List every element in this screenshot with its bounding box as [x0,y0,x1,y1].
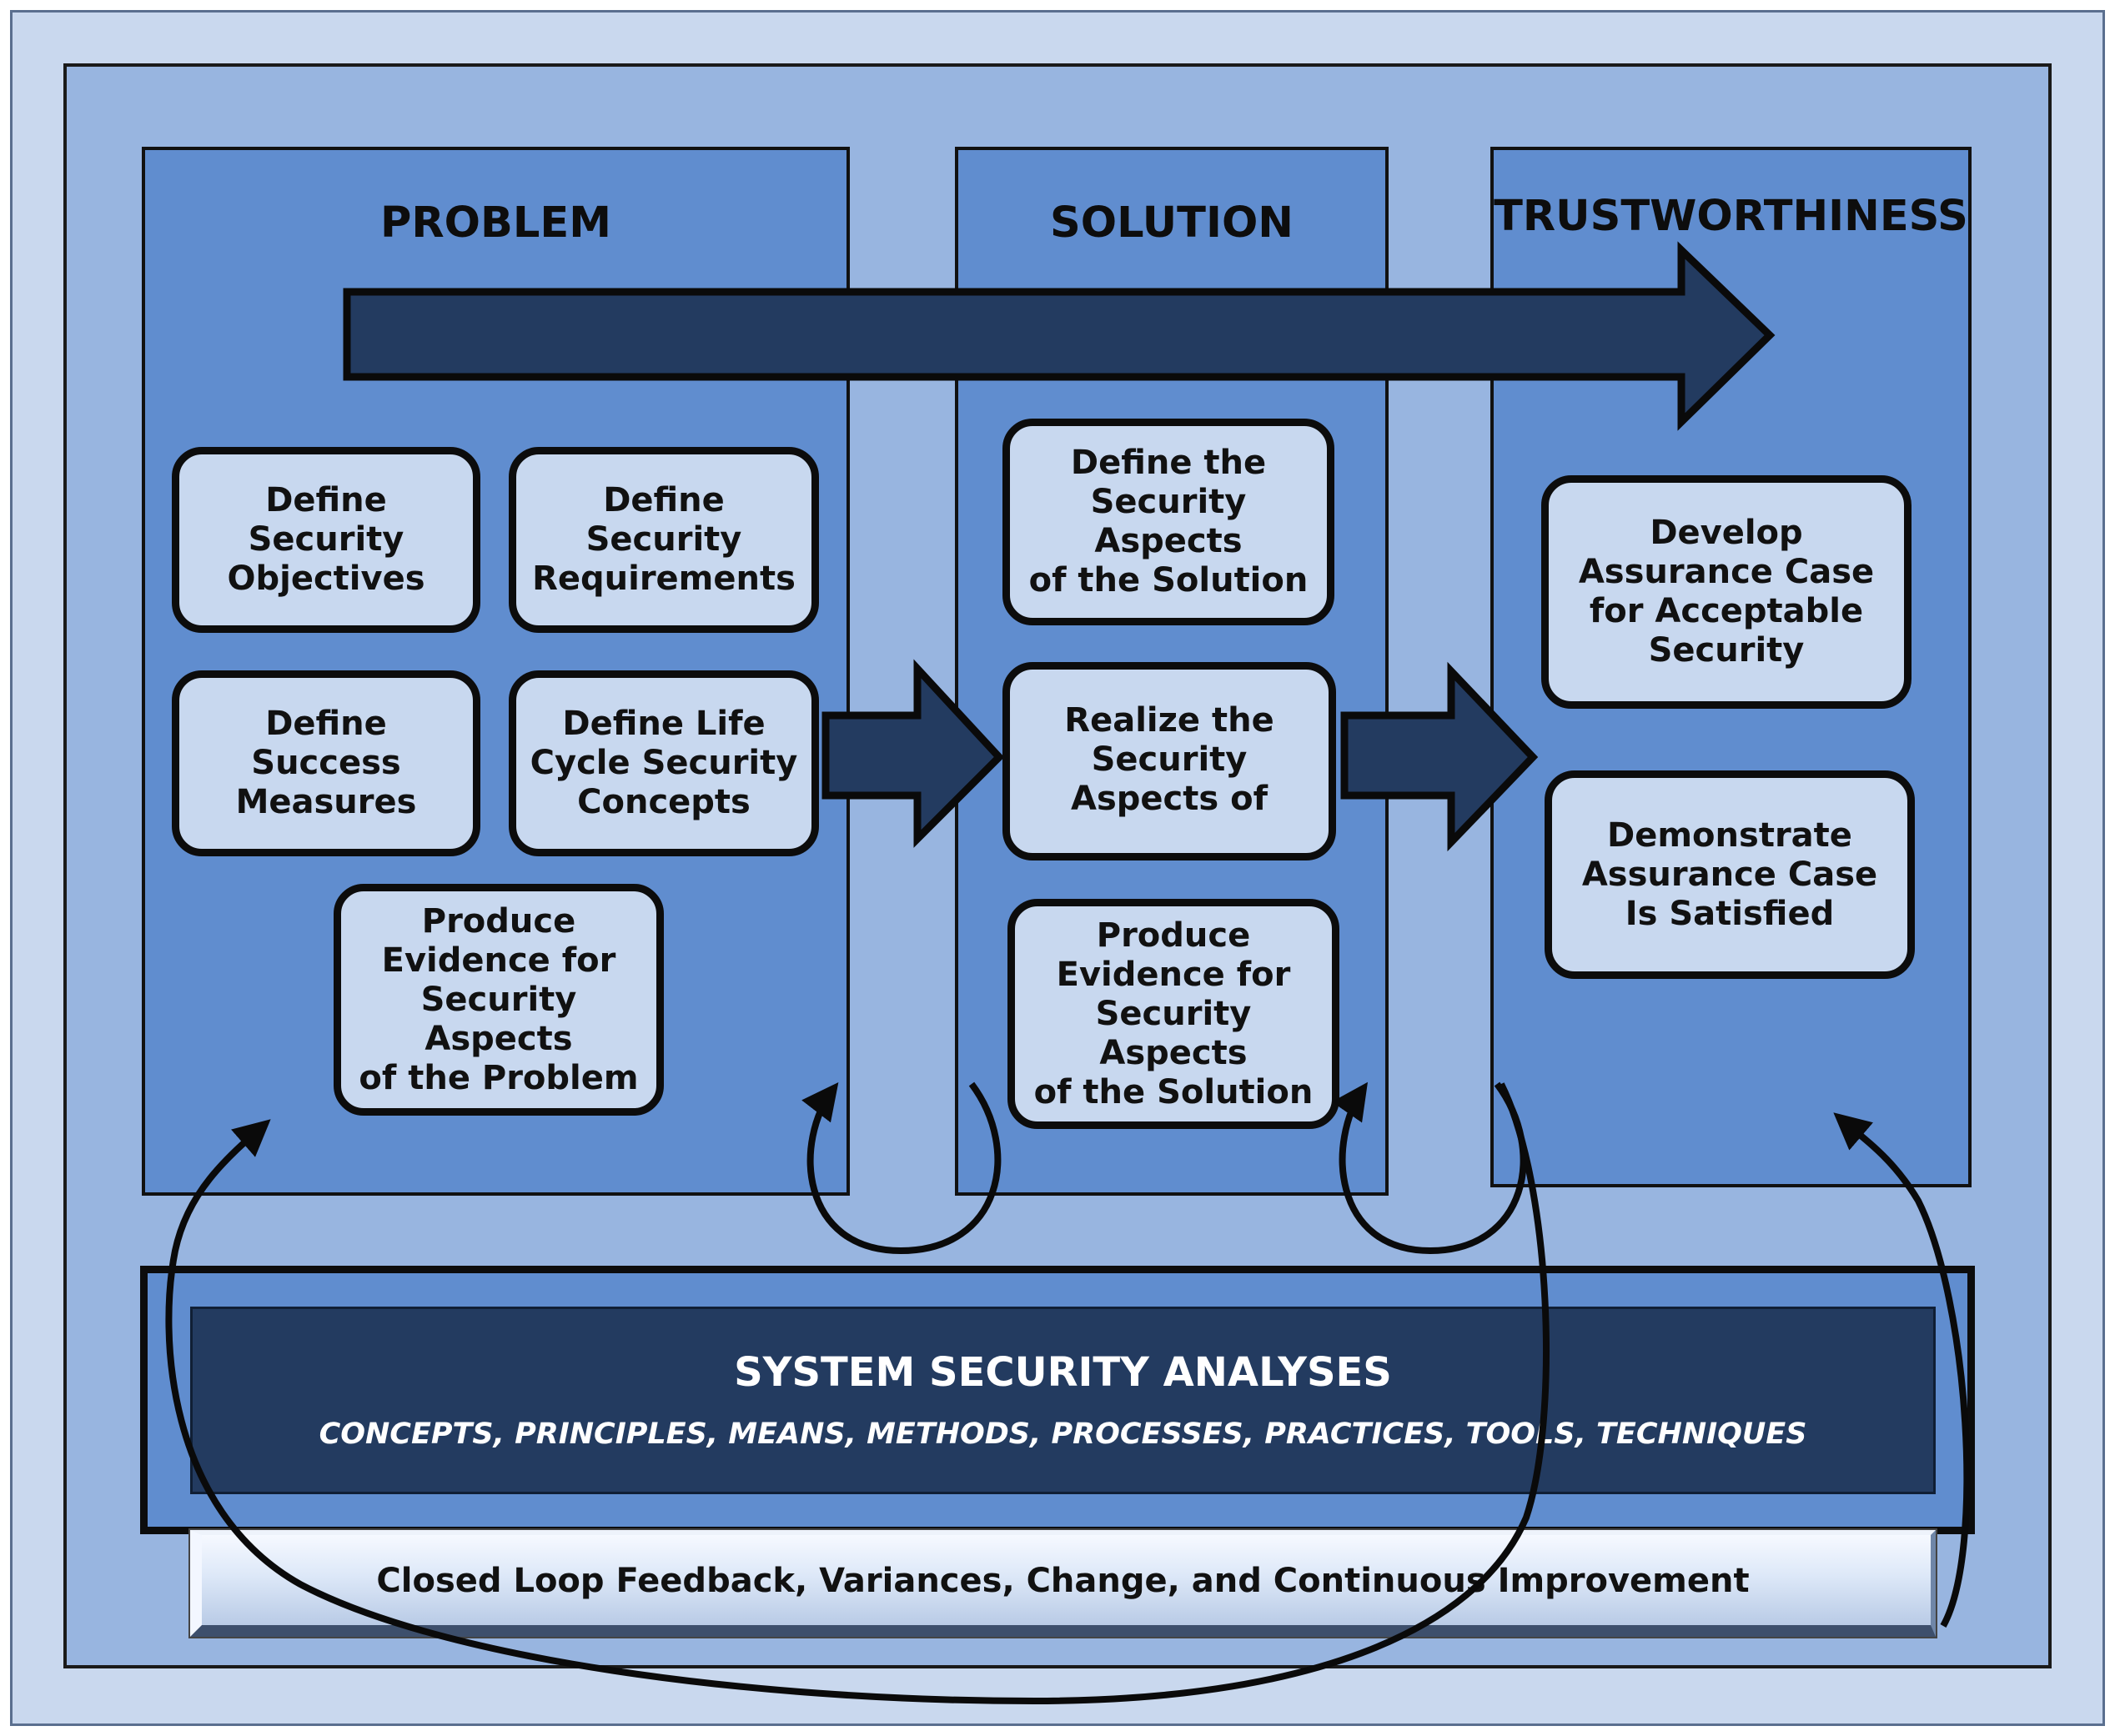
large-feedback-loop-right-arrow [1833,1112,1971,1628]
realize-security-aspects-box: Realize the Security Aspects of [1002,662,1336,860]
problem-to-solution-arrow [821,659,1005,848]
solution-to-trust-arrow [1340,661,1539,852]
demonstrate-assurance-case-label: Demonstrate Assurance Case Is Satisfied [1581,815,1878,933]
produce-evidence-problem-box: Produce Evidence for Security Aspects of… [334,884,664,1116]
define-success-measures-label: Define Success Measures [235,705,417,821]
define-security-aspects-solution-label: Define the Security Aspects of the Solut… [1028,444,1309,600]
realize-security-aspects-label: Realize the Security Aspects of [1064,701,1274,818]
define-security-aspects-solution-box: Define the Security Aspects of the Solut… [1002,419,1334,625]
develop-assurance-case-box: Develop Assurance Case for Acceptable Se… [1541,475,1912,709]
solution-title: SOLUTION [1050,198,1294,248]
produce-evidence-solution-label: Produce Evidence for Security Aspects of… [1033,916,1314,1111]
define-success-measures-box: Define Success Measures [172,670,480,856]
define-life-cycle-security-concepts-label: Define Life Cycle Security Concepts [530,705,798,821]
problem-solution-loop-arrow [801,1081,1002,1255]
problem-title: PROBLEM [380,198,611,248]
define-life-cycle-security-concepts-box: Define Life Cycle Security Concepts [509,670,819,856]
produce-evidence-solution-box: Produce Evidence for Security Aspects of… [1007,899,1339,1129]
define-security-objectives-box: Define Security Objectives [172,447,480,633]
develop-assurance-case-label: Develop Assurance Case for Acceptable Se… [1578,514,1875,670]
demonstrate-assurance-case-box: Demonstrate Assurance Case Is Satisfied [1545,770,1915,979]
produce-evidence-problem-label: Produce Evidence for Security Aspects of… [359,901,639,1097]
define-security-requirements-box: Define Security Requirements [509,447,819,633]
trustworthiness-title: TRUSTWORTHINESS [1494,192,1968,241]
feedback-label: Closed Loop Feedback, Variances, Change,… [376,1562,1750,1600]
main-progress-arrow [343,241,1776,431]
feedback-bar [190,1530,1936,1637]
system-security-analyses-banner [190,1307,1936,1494]
analyses-subtitle: CONCEPTS, PRINCIPLES, MEANS, METHODS, PR… [319,1417,1807,1451]
large-feedback-loop-arrow [165,1082,1550,1705]
define-security-objectives-label: Define Security Objectives [227,481,425,598]
define-security-requirements-label: Define Security Requirements [532,481,796,598]
solution-trust-loop-arrow [1331,1081,1527,1255]
analyses-title: SYSTEM SECURITY ANALYSES [734,1349,1392,1396]
